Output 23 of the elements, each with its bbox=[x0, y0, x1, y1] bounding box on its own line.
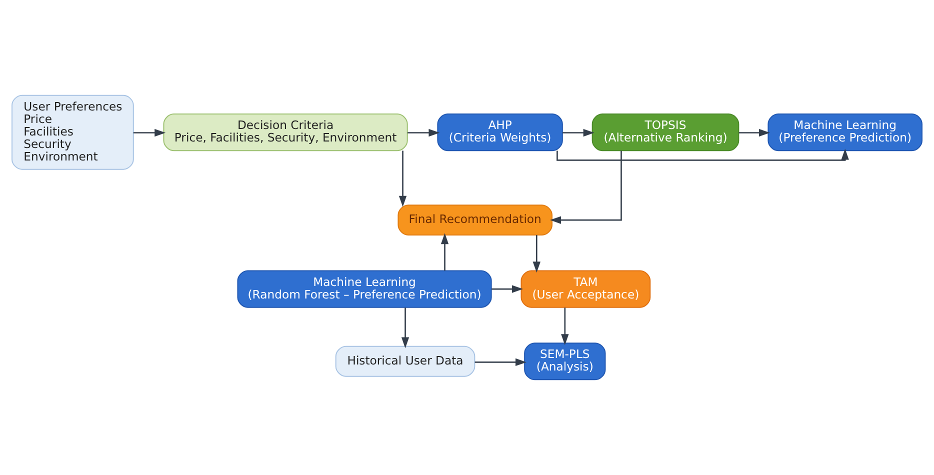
arrow bbox=[474, 358, 526, 366]
arrow bbox=[532, 235, 540, 273]
arrow bbox=[408, 128, 440, 137]
node-box: Machine Learning (Preference Prediction) bbox=[768, 114, 922, 152]
node-box: TOPSIS (Alternative Ranking) bbox=[592, 114, 740, 152]
arrow bbox=[133, 128, 166, 137]
arrow bbox=[738, 128, 770, 137]
node-box: AHP (Criteria Weights) bbox=[437, 114, 563, 152]
arrow bbox=[550, 150, 622, 224]
arrow bbox=[401, 308, 410, 348]
node-box: Historical User Data bbox=[335, 346, 476, 377]
node-box: Machine Learning (Random Forest – Preference Prediction) bbox=[237, 270, 492, 308]
arrow bbox=[440, 233, 449, 271]
node-box: TAM (User Acceptance) bbox=[520, 270, 651, 308]
node-box: Final Recommendation bbox=[398, 204, 553, 236]
arrow bbox=[398, 150, 407, 207]
node-box: User Preferences Price Facilities Security Environment bbox=[12, 94, 134, 170]
node-box: SEM-PLS (Analysis) bbox=[524, 342, 606, 380]
arrow bbox=[562, 128, 594, 137]
arrow bbox=[556, 148, 849, 161]
arrow bbox=[561, 308, 569, 346]
node-box: Decision Criteria Price, Facilities, Security, Environment bbox=[163, 114, 408, 152]
arrow bbox=[492, 285, 523, 293]
